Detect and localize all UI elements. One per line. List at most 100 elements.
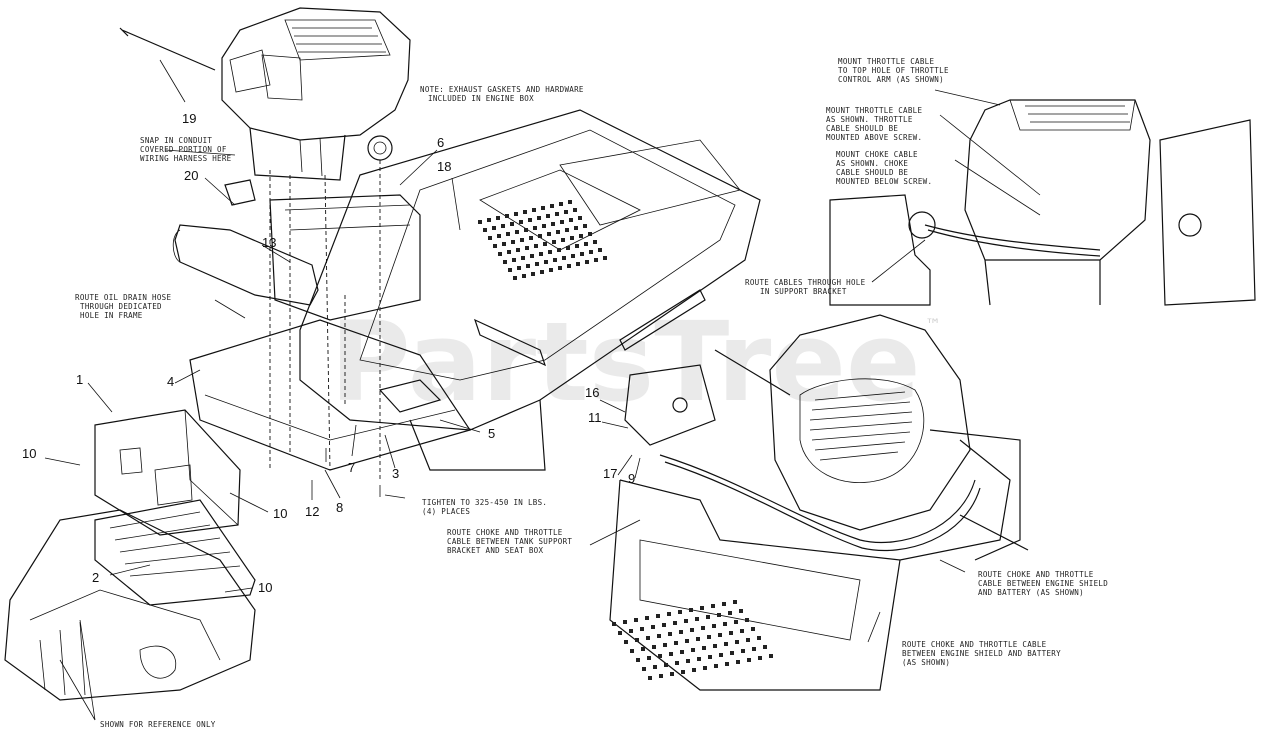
deck-grid-hole <box>576 262 580 266</box>
floor-grid-hole <box>769 654 773 658</box>
deck-grid-hole <box>496 216 500 220</box>
floor-grid-hole <box>702 646 706 650</box>
callout-17: 17 <box>603 466 617 481</box>
note-choke-line1: MOUNT CHOKE CABLE <box>836 150 918 159</box>
callout-1: 1 <box>76 372 83 387</box>
deck-grid-hole <box>579 234 583 238</box>
floor-grid-hole <box>725 662 729 666</box>
deck-grid-hole <box>515 230 519 234</box>
callout-7: 7 <box>348 460 355 475</box>
callout-20: 20 <box>184 168 198 183</box>
callout-3: 3 <box>392 466 399 481</box>
deck-grid-hole <box>507 250 511 254</box>
note-shield-bottom-line3: (AS SHOWN) <box>902 658 950 667</box>
deck-grid-hole <box>553 258 557 262</box>
note-oil-drain: ROUTE OIL DRAIN HOSE THROUGH DEDICATED H… <box>75 293 176 320</box>
right-engine-assembly <box>589 314 1029 691</box>
floor-grid-hole <box>735 640 739 644</box>
floor-grid-hole <box>668 632 672 636</box>
deck-grid-hole <box>535 262 539 266</box>
deck-grid-hole <box>526 264 530 268</box>
deck-grid-hole <box>513 276 517 280</box>
floor-grid-hole <box>670 672 674 676</box>
deck-grid-hole <box>550 204 554 208</box>
step-tray-drawing <box>94 499 256 606</box>
deck-grid-hole <box>549 268 553 272</box>
deck-grid-hole <box>541 206 545 210</box>
deck-grid-hole <box>478 220 482 224</box>
callout-4: 4 <box>167 374 174 389</box>
deck-grid-hole <box>498 252 502 256</box>
floor-grid-hole <box>747 658 751 662</box>
callout-9: 9 <box>628 471 635 486</box>
deck-grid-hole <box>588 232 592 236</box>
note-throttle-below-line3: CABLE SHOULD BE <box>826 124 898 133</box>
deck-grid-hole <box>506 232 510 236</box>
callout-19: 19 <box>182 111 196 126</box>
floor-grid-hole <box>674 641 678 645</box>
floor-grid-hole <box>697 657 701 661</box>
floor-grid-hole <box>629 629 633 633</box>
deck-grid-hole <box>562 256 566 260</box>
floor-grid-hole <box>675 661 679 665</box>
deck-grid-hole <box>593 240 597 244</box>
deck-grid-hole <box>557 248 561 252</box>
deck-grid-hole <box>514 212 518 216</box>
callout-12: 12 <box>305 504 319 519</box>
note-snap-conduit: SNAP IN CONDUIT COVERED PORTION OF WIRIN… <box>140 136 232 163</box>
floor-grid-hole <box>640 627 644 631</box>
deck-grid-hole <box>493 244 497 248</box>
note-route-shield-bottom: ROUTE CHOKE AND THROTTLE CABLE BETWEEN E… <box>902 640 1066 667</box>
deck-grid-hole <box>510 222 514 226</box>
floor-grid-hole <box>703 666 707 670</box>
note-exhaust-line1: NOTE: EXHAUST GASKETS AND HARDWARE <box>420 85 584 94</box>
callout-10-mid: 10 <box>273 506 287 521</box>
lower-frame-rail-drawing <box>189 319 471 471</box>
deck-grid-hole <box>501 224 505 228</box>
note-shield-bottom-line2: BETWEEN ENGINE SHIELD AND BATTERY <box>902 649 1061 658</box>
deck-grid-hole <box>603 256 607 260</box>
floor-grid-hole <box>686 659 690 663</box>
floor-grid-hole <box>691 648 695 652</box>
floor-grid-hole <box>733 600 737 604</box>
floor-grid-hole <box>653 665 657 669</box>
deck-grid-hole <box>568 200 572 204</box>
floor-grid-hole <box>612 622 616 626</box>
deck-grid-hole <box>584 242 588 246</box>
deck-grid-hole <box>531 272 535 276</box>
floor-grid-hole <box>652 645 656 649</box>
floor-grid-hole <box>634 618 638 622</box>
note-snap-line1: SNAP IN CONDUIT <box>140 136 212 145</box>
deck-grid-hole <box>561 238 565 242</box>
note-route-support-line3: BRACKET AND SEAT BOX <box>447 546 543 555</box>
deck-grid-hole <box>583 224 587 228</box>
floor-grid-hole <box>752 647 756 651</box>
deck-grid-hole <box>589 250 593 254</box>
floor-grid-hole <box>700 606 704 610</box>
deck-grid-hole <box>569 218 573 222</box>
note-throttle-top-line3: CONTROL ARM (AS SHOWN) <box>838 75 944 84</box>
engine-drawing <box>221 7 411 181</box>
floor-grid-hole <box>681 670 685 674</box>
deck-grid-hole <box>508 268 512 272</box>
callout-2: 2 <box>92 570 99 585</box>
floor-grid-hole <box>719 653 723 657</box>
floor-grid-hole <box>678 610 682 614</box>
floor-grid-hole <box>712 624 716 628</box>
note-snap-line2: COVERED PORTION OF <box>140 145 227 154</box>
floor-grid-hole <box>717 613 721 617</box>
floor-grid-hole <box>713 644 717 648</box>
floor-grid-hole <box>757 636 761 640</box>
deck-grid-hole <box>560 220 564 224</box>
deck-grid-hole <box>578 216 582 220</box>
deck-grid-hole <box>598 248 602 252</box>
floor-grid-hole <box>734 620 738 624</box>
floor-grid-hole <box>651 625 655 629</box>
note-route-support-line2: CABLE BETWEEN TANK SUPPORT <box>447 537 572 546</box>
callout-18: 18 <box>437 159 451 174</box>
callout-10-right: 10 <box>258 580 272 595</box>
note-mount-choke: MOUNT CHOKE CABLE AS SHOWN. CHOKE CABLE … <box>836 150 932 186</box>
callout-16: 16 <box>585 385 599 400</box>
note-oil-line2: THROUGH DEDICATED <box>80 302 162 311</box>
note-mount-throttle-top: MOUNT THROTTLE CABLE TO TOP HOLE OF THRO… <box>838 57 954 84</box>
